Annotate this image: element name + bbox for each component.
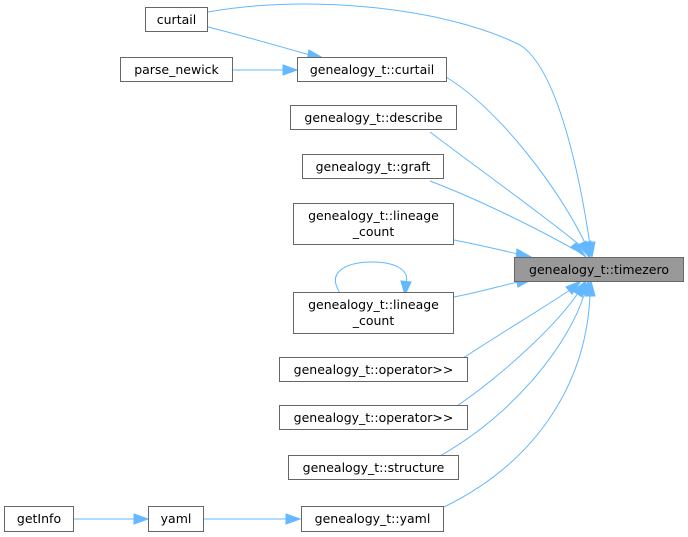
edge-arrowhead <box>577 240 590 259</box>
node-lineage-count-1[interactable]: genealogy_t::lineage _count <box>293 203 454 245</box>
node-describe[interactable]: genealogy_t::describe <box>290 105 457 130</box>
node-label: genealogy_t::graft <box>316 159 431 174</box>
node-parse-newick[interactable]: parse_newick <box>120 57 233 82</box>
node-label: genealogy_t::operator>> <box>294 410 454 425</box>
node-label: getInfo <box>17 511 61 526</box>
node-label: genealogy_t::curtail <box>310 62 434 77</box>
node-gt-curtail[interactable]: genealogy_t::curtail <box>297 57 447 82</box>
node-label: _count <box>352 313 395 328</box>
edge-structure-to-timezero <box>439 294 585 457</box>
node-timezero[interactable]: genealogy_t::timezero <box>514 257 684 282</box>
node-label: genealogy_t::yaml <box>315 511 431 526</box>
nodes: genealogy_t::timezero curtail parse_newi… <box>4 7 684 532</box>
node-curtail[interactable]: curtail <box>145 7 208 32</box>
node-label: genealogy_t::describe <box>304 110 442 125</box>
node-label: parse_newick <box>134 62 219 77</box>
node-label: genealogy_t::structure <box>303 460 445 475</box>
edge-operator-1-to-timezero <box>453 289 571 365</box>
node-label: genealogy_t::operator>> <box>294 362 454 377</box>
node-graft[interactable]: genealogy_t::graft <box>302 154 444 179</box>
node-yaml[interactable]: yaml <box>148 506 204 532</box>
edge-gt-curtail-to-timezero <box>445 76 587 246</box>
edge-graft-to-timezero <box>429 180 576 251</box>
edge-arrowhead <box>282 64 299 76</box>
edge-arrowhead <box>133 513 150 525</box>
node-lineage-count-2[interactable]: genealogy_t::lineage _count <box>293 292 454 334</box>
edge-describe-to-timezero <box>429 131 583 248</box>
node-label: genealogy_t::timezero <box>529 262 669 277</box>
edge-lineage-count-2-self-loop <box>334 261 408 294</box>
edge-gt-yaml-to-timezero <box>443 295 591 508</box>
node-label: _count <box>352 224 395 239</box>
node-gt-yaml[interactable]: genealogy_t::yaml <box>301 506 444 532</box>
edge-arrowhead <box>565 279 583 295</box>
node-label: genealogy_t::lineage <box>308 297 439 312</box>
edge-operator-2-to-timezero <box>453 292 579 409</box>
node-structure[interactable]: genealogy_t::structure <box>288 455 459 480</box>
edge-lineage-count-1-to-timezero <box>453 239 519 255</box>
edge-curtail-to-timezero <box>207 3 591 246</box>
node-getinfo[interactable]: getInfo <box>4 506 74 532</box>
edge-arrowhead <box>285 513 302 525</box>
edge-arrowhead <box>584 279 596 297</box>
edge-arrowhead <box>400 280 412 297</box>
node-label: genealogy_t::lineage <box>308 208 439 223</box>
edge-curtail-to-gt-curtail <box>207 26 311 56</box>
node-operator-2[interactable]: genealogy_t::operator>> <box>279 405 468 430</box>
node-label: yaml <box>161 511 192 526</box>
node-operator-1[interactable]: genealogy_t::operator>> <box>279 357 468 382</box>
edge-arrowhead <box>570 242 587 258</box>
node-label: curtail <box>157 12 196 27</box>
edge-lineage-count-2-to-timezero <box>453 281 519 298</box>
